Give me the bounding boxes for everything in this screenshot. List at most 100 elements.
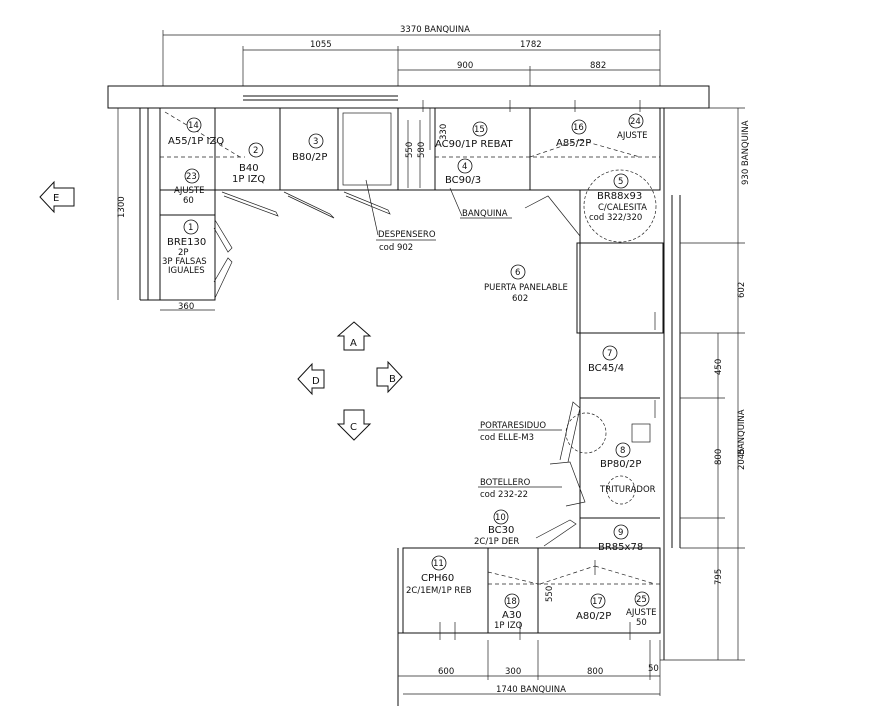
module-8-sub: TRITURADOR xyxy=(599,485,656,495)
dim-left-1300: 1300 xyxy=(117,196,127,218)
dim-inner-330: 330 xyxy=(439,124,449,140)
module-18-code: A30 xyxy=(502,610,522,621)
module-1-sub2: 3P FALSAS xyxy=(162,257,207,267)
dim-bottom-total: 1740 BANQUINA xyxy=(496,685,566,695)
dim-inner-550a: 550 xyxy=(405,142,415,158)
module-17-number: 17 xyxy=(592,597,603,607)
module-2-code: B40 xyxy=(239,163,259,174)
view-a-marker xyxy=(336,321,372,351)
module-9-number: 9 xyxy=(618,528,623,538)
module-2-sub: 1P IZQ xyxy=(232,174,265,185)
module-11-code: CPH60 xyxy=(421,573,454,584)
module-24-number: 24 xyxy=(630,117,641,127)
module-24-code: AJUSTE xyxy=(617,131,648,141)
module-7-number: 7 xyxy=(607,349,612,359)
module-4-code: BC90/3 xyxy=(445,175,481,186)
module-3-code: B80/2P xyxy=(292,152,327,163)
view-b-label: B xyxy=(389,374,396,385)
dim-top-left: 1055 xyxy=(310,40,332,50)
bottom-cabinet-run: 550 xyxy=(397,547,661,706)
module-16-code: A85/2P xyxy=(556,138,591,149)
module-6-code: PUERTA PANELABLE xyxy=(484,283,568,293)
module-14-code: A55/1P IZQ xyxy=(168,136,224,147)
bottom-dimensions: 600 300 800 50 1740 BANQUINA xyxy=(398,640,661,696)
module-15-code: AC90/1P REBAT xyxy=(435,139,514,150)
note-despensero-cod: cod 902 xyxy=(379,243,413,253)
module-23-sub: 60 xyxy=(183,196,194,206)
module-5-code: BR88x93 xyxy=(597,191,642,202)
dim-top-900: 900 xyxy=(457,61,473,71)
left-cabinet-run: 1300 360 xyxy=(117,108,233,312)
module-labels: 14 A55/1P IZQ 2 B40 1P IZQ 3 B80/2P 15 A… xyxy=(162,113,657,631)
note-portaresiduo: PORTARESIDUO xyxy=(480,421,546,431)
dim-right-800: 800 xyxy=(714,449,724,465)
module-23-number: 23 xyxy=(186,172,197,182)
module-6-sub: 602 xyxy=(512,294,528,304)
dim-bottom-360: 360 xyxy=(178,302,194,312)
module-11-sub: 2C/1EM/1P REB xyxy=(406,586,472,596)
dim-right-2045: 2045 xyxy=(737,448,747,470)
dim-right-banquina: BANQUINA xyxy=(737,409,747,455)
module-1-number: 1 xyxy=(188,223,193,233)
dim-bottom-800: 800 xyxy=(587,667,603,677)
module-18-sub: 1P IZQ xyxy=(494,621,523,631)
module-3-number: 3 xyxy=(313,137,318,147)
module-18-number: 18 xyxy=(506,597,517,607)
dim-bottom-50: 50 xyxy=(648,664,659,674)
dim-bottom-600: 600 xyxy=(438,667,454,677)
module-11-number: 11 xyxy=(433,559,444,569)
notes: DESPENSERO cod 902 BANQUINA PORTARESIDUO… xyxy=(365,179,562,500)
module-8-code: BP80/2P xyxy=(600,459,641,470)
dim-right-450: 450 xyxy=(714,359,724,375)
view-d-label: D xyxy=(312,376,320,387)
view-e-marker xyxy=(39,180,75,214)
note-botellero-cod: cod 232-22 xyxy=(480,490,528,500)
module-6-number: 6 xyxy=(515,268,520,278)
note-despensero: DESPENSERO xyxy=(378,230,436,240)
module-9-code: BR85x78 xyxy=(598,542,643,553)
dim-bottom-300: 300 xyxy=(505,667,521,677)
module-15-number: 15 xyxy=(474,125,485,135)
view-d-marker xyxy=(297,362,325,396)
note-portaresiduo-cod: cod ELLE-M3 xyxy=(480,433,534,443)
top-cabinet-run: 550 580 330 xyxy=(159,100,661,237)
right-dimensions: 930 BANQUINA 602 450 800 2045 BANQUINA 7… xyxy=(660,107,751,661)
dim-top-882: 882 xyxy=(590,61,606,71)
note-botellero: BOTELLERO xyxy=(480,478,531,488)
module-25-code: AJUSTE xyxy=(626,608,657,618)
module-5-sub2: cod 322/320 xyxy=(589,213,642,223)
view-e-label: E xyxy=(53,193,59,204)
module-14-number: 14 xyxy=(188,121,199,131)
module-8-number: 8 xyxy=(620,446,625,456)
view-c-label: C xyxy=(350,422,357,433)
module-1-sub3: IGUALES xyxy=(168,266,205,276)
module-10-number: 10 xyxy=(495,513,506,523)
module-25-number: 25 xyxy=(636,595,647,605)
dim-right-930: 930 BANQUINA xyxy=(741,120,751,185)
dim-inner-580: 580 xyxy=(417,142,427,158)
dim-inner-550b: 550 xyxy=(545,586,555,602)
module-17-code: A80/2P xyxy=(576,611,611,622)
dim-right-795: 795 xyxy=(714,569,724,585)
dim-top-right: 1782 xyxy=(520,40,542,50)
module-1-code: BRE130 xyxy=(167,237,206,248)
module-7-code: BC45/4 xyxy=(588,363,624,374)
dim-right-602: 602 xyxy=(737,282,747,298)
view-c-marker xyxy=(336,409,372,441)
module-2-number: 2 xyxy=(253,146,258,156)
module-10-code: BC30 xyxy=(488,525,514,536)
module-1-sub: 2P xyxy=(178,248,189,258)
view-b-marker xyxy=(376,360,403,394)
view-markers: A B C D E xyxy=(39,180,403,441)
view-a-label: A xyxy=(350,338,357,349)
module-5-number: 5 xyxy=(618,177,623,187)
module-4-number: 4 xyxy=(462,162,467,172)
module-5-sub: C/CALESITA xyxy=(598,203,647,213)
module-16-number: 16 xyxy=(573,123,584,133)
module-25-sub: 50 xyxy=(636,618,647,628)
module-23-code: AJUSTE xyxy=(174,186,205,196)
module-10-sub: 2C/1P DER xyxy=(474,537,519,547)
dim-total-top: 3370 BANQUINA xyxy=(400,25,470,35)
note-banquina: BANQUINA xyxy=(462,209,508,219)
